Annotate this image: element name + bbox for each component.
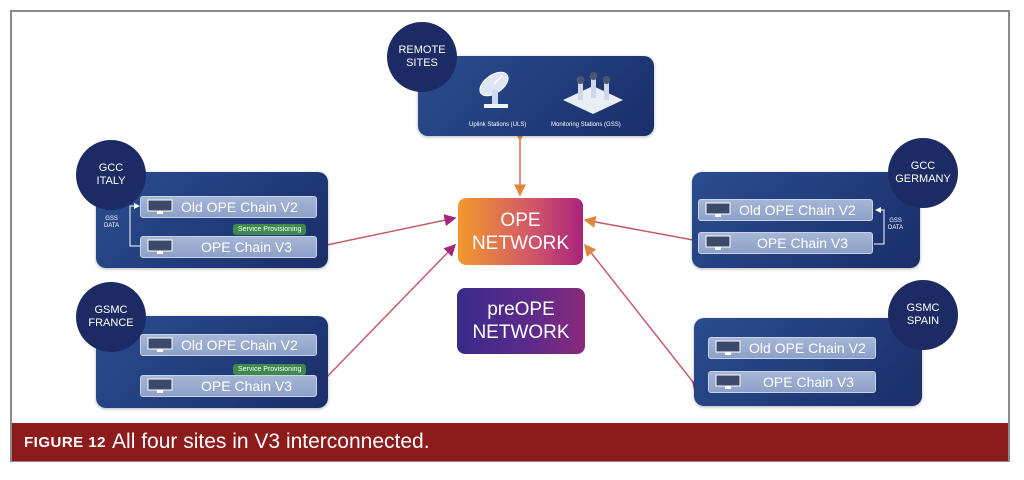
france-chain-new-label: OPE Chain V3 <box>201 378 293 394</box>
preope-network-line1: preOPE <box>487 299 555 320</box>
italy-gss-data: GSS DATA <box>104 216 119 230</box>
monitor-icon <box>147 239 173 254</box>
italy-service-provisioning-tag: Service Provisioning <box>233 224 307 235</box>
gss-label: Monitoring Stations (GSS) <box>551 122 621 128</box>
site-france-line1: GSMC <box>94 304 128 316</box>
ope-network-box: OPE NETWORK <box>458 198 583 265</box>
germany-chain-new-label: OPE Chain V3 <box>757 235 849 251</box>
preope-network-line2: NETWORK <box>472 322 570 343</box>
site-france-line2: FRANCE <box>88 317 134 329</box>
figure-caption: FIGURE 12 All four sites in V3 interconn… <box>12 423 1008 461</box>
monitor-icon <box>147 378 173 393</box>
germany-gss-line1: GSS <box>889 218 902 224</box>
figure-number: FIGURE 12 <box>24 433 107 451</box>
satellite-dish-icon <box>479 71 509 108</box>
germany-chain-new: OPE Chain V3 <box>698 232 873 254</box>
site-italy-line1: GCC <box>98 162 124 174</box>
germany-gss-loop <box>874 207 885 245</box>
monitor-icon <box>715 340 741 355</box>
link-germany-ope <box>583 216 705 248</box>
germany-gss-data: GSS DATA <box>888 218 903 232</box>
monitor-icon <box>705 202 731 217</box>
site-italy-line2: ITALY <box>96 175 126 187</box>
italy-chain-new-label: OPE Chain V3 <box>201 239 293 255</box>
link-france-ope <box>310 243 457 394</box>
monitor-icon <box>715 374 741 389</box>
monitoring-stations-icon <box>563 72 623 114</box>
germany-chain-old-label: Old OPE Chain V2 <box>739 202 856 218</box>
france-service-provisioning-tag: Service Provisioning <box>233 364 307 375</box>
france-chain-old-label: Old OPE Chain V2 <box>181 337 298 353</box>
spain-chain-old-label: Old OPE Chain V2 <box>749 340 866 356</box>
spain-chain-new-label: OPE Chain V3 <box>763 374 855 390</box>
site-badge-france: GSMC FRANCE <box>76 282 146 352</box>
italy-gss-loop <box>129 203 140 247</box>
remote-sites-panel <box>418 56 654 136</box>
monitor-icon <box>147 199 173 214</box>
germany-chain-old: Old OPE Chain V2 <box>698 199 873 221</box>
ope-network-line2: NETWORK <box>471 232 570 254</box>
monitor-icon <box>147 337 173 352</box>
spain-chain-old: Old OPE Chain V2 <box>708 337 876 359</box>
france-chain-new: OPE Chain V3 <box>140 375 317 397</box>
ope-network-line1: OPE <box>500 209 541 231</box>
site-spain-line1: GSMC <box>906 302 940 314</box>
site-spain-line2: SPAIN <box>906 315 940 327</box>
italy-chain-old-label: Old OPE Chain V2 <box>181 199 298 215</box>
spain-chain-new: OPE Chain V3 <box>708 371 876 393</box>
preope-network-box: preOPE NETWORK <box>457 288 585 354</box>
site-badge-spain: GSMC SPAIN <box>888 280 958 350</box>
germany-gss-line2: DATA <box>888 225 904 231</box>
remote-title-line1: REMOTE <box>398 44 446 56</box>
figure-caption-text: All four sites in V3 interconnected. <box>112 430 430 453</box>
site-germany-line1: GCC <box>910 160 936 172</box>
france-chain-old: Old OPE Chain V2 <box>140 334 317 356</box>
uls-label: Uplink Stations (ULS) <box>469 122 527 128</box>
monitor-icon <box>705 235 731 250</box>
italy-chain-new: OPE Chain V3 <box>140 236 317 258</box>
link-italy-ope <box>310 214 457 255</box>
italy-chain-old: Old OPE Chain V2 <box>140 196 317 218</box>
remote-title-line2: SITES <box>406 57 438 69</box>
site-badge-germany: GCC GERMANY <box>888 138 958 208</box>
site-badge-italy: GCC ITALY <box>76 140 146 210</box>
italy-gss-line2: DATA <box>104 223 120 229</box>
remote-sites-badge: REMOTE SITES <box>387 22 457 92</box>
link-spain-ope <box>584 243 705 394</box>
italy-gss-line1: GSS <box>105 216 118 222</box>
site-germany-line2: GERMANY <box>895 173 951 185</box>
